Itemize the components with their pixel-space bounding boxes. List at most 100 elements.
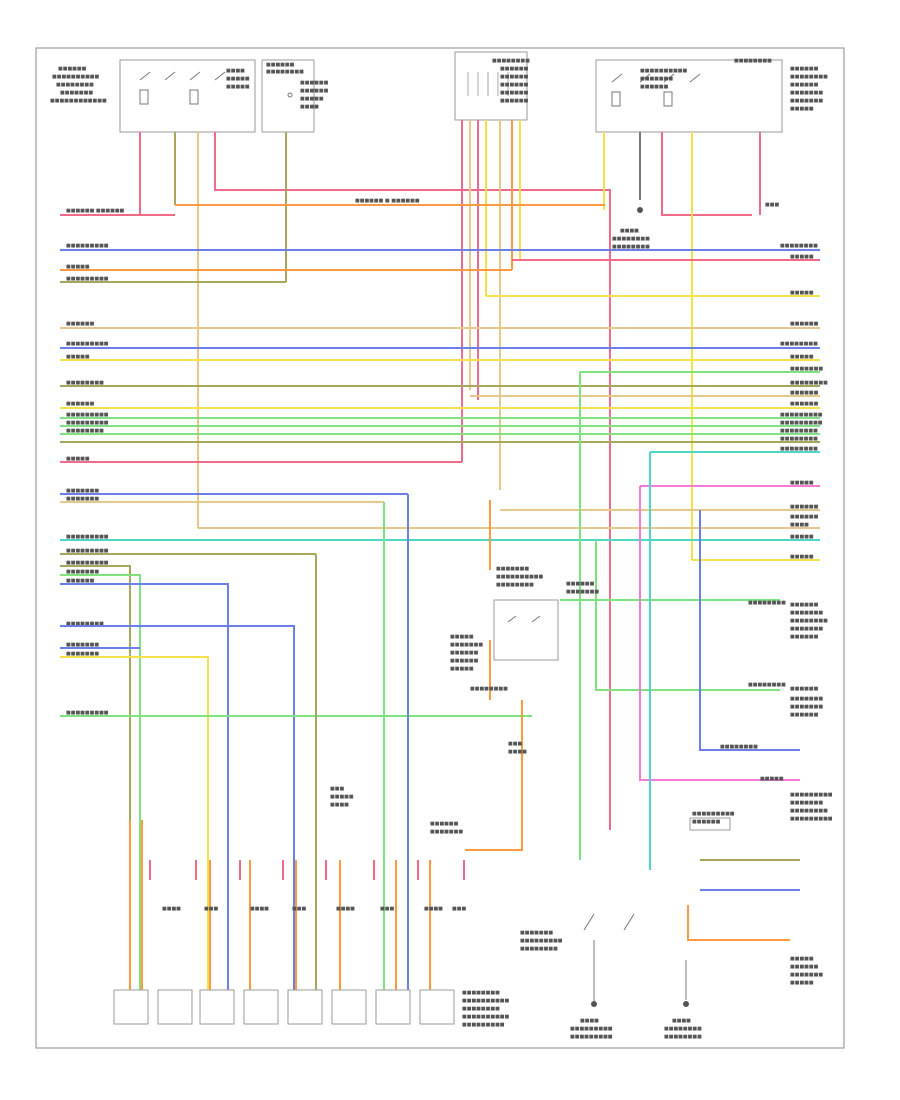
svg-text:■■■■■■■■: ■■■■■■■■ (790, 808, 828, 814)
svg-text:■■■■■■■■: ■■■■■■■■ (462, 1006, 500, 1012)
svg-text:■■■: ■■■ (452, 906, 466, 912)
svg-text:■■■■■■■■: ■■■■■■■■ (520, 946, 558, 952)
svg-text:■■■■■■: ■■■■■■ (790, 82, 819, 88)
svg-text:■■■■■■■■: ■■■■■■■■ (748, 682, 786, 688)
connector-top-left: ■■■■■■ ■■■■■■■■ ■■■■■■ ■■■■■■ ■■■■■ ■■■■ (261, 59, 329, 133)
svg-text:■■■■■■■■■: ■■■■■■■■■ (66, 243, 109, 249)
svg-text:■■■■■: ■■■■■ (790, 254, 814, 260)
svg-text:■■■■■■■■: ■■■■■■■■ (790, 74, 828, 80)
svg-text:■■■■■■■: ■■■■■■■ (790, 98, 823, 104)
svg-text:■■■: ■■■ (380, 906, 394, 912)
svg-text:■■■■■■ ■■■■■■: ■■■■■■ ■■■■■■ (66, 208, 125, 214)
svg-text:■■■: ■■■ (508, 741, 522, 747)
svg-text:■■■■■■■■■: ■■■■■■■■■ (570, 1034, 613, 1040)
svg-text:■■■■■■: ■■■■■■ (450, 658, 479, 664)
svg-text:■■■■■■■■■: ■■■■■■■■■ (66, 412, 109, 418)
svg-text:■■■■■■■■■: ■■■■■■■■■ (66, 710, 109, 716)
svg-text:■■■■: ■■■■ (336, 906, 355, 912)
relay-mid-center: ■■■■■■■ ■■■■■■■■■■ ■■■■■■■■ ■■■■■ ■■■■■■… (430, 566, 599, 835)
svg-text:■■■■■■■: ■■■■■■■ (790, 800, 823, 806)
svg-text:■■■■■■: ■■■■■■ (790, 602, 819, 608)
svg-text:■■■■■■: ■■■■■■ (790, 686, 819, 692)
svg-text:■■■■■■■■: ■■■■■■■■ (66, 621, 104, 627)
svg-text:■■■■■■■■: ■■■■■■■■ (664, 1026, 702, 1032)
svg-text:■■■■■■■■: ■■■■■■■■ (266, 69, 304, 75)
svg-text:■■■■■■■■■■: ■■■■■■■■■■ (462, 998, 510, 1004)
svg-text:■■■■■■■■■: ■■■■■■■■■ (692, 811, 735, 817)
svg-text:■■■■■■■■: ■■■■■■■■ (734, 58, 772, 64)
svg-text:■■■■■■■■: ■■■■■■■■ (66, 380, 104, 386)
switch-bottom-right: ■■■■■■■■■ ■■■■■■ ■■■■■ ■■■■■■ ■■■■■■■ ■■… (664, 811, 823, 1040)
svg-text:■■■■■■■: ■■■■■■■ (450, 642, 483, 648)
svg-text:■■■■■■: ■■■■■■ (58, 66, 87, 72)
svg-text:■■■■■■: ■■■■■■ (790, 504, 819, 510)
svg-text:■■■■■: ■■■■■ (66, 264, 90, 270)
svg-text:■■■: ■■■ (204, 906, 218, 912)
svg-text:■■■■■■■■: ■■■■■■■■ (780, 243, 818, 249)
svg-text:■■■■■■: ■■■■■■ (266, 62, 295, 68)
svg-text:■■■■■: ■■■■■ (66, 354, 90, 360)
svg-text:■■■■■■■■: ■■■■■■■■ (612, 244, 650, 250)
svg-text:■■■■■: ■■■■■ (790, 354, 814, 360)
svg-text:■■■■: ■■■■ (300, 104, 319, 110)
svg-text:■■■■■: ■■■■■ (790, 480, 814, 486)
svg-text:■■■■: ■■■■ (162, 906, 181, 912)
svg-text:■■■■■■■■■: ■■■■■■■■■ (780, 412, 823, 418)
injector-row: ■■■■■■■■ ■■■■■■■■■■ ■■■■■■■■ ■■■■■■■■■■ … (113, 989, 510, 1028)
svg-text:■■■■■■■■: ■■■■■■■■ (462, 990, 500, 996)
svg-text:■■■: ■■■ (330, 786, 344, 792)
svg-text:■■■■■: ■■■■■ (790, 554, 814, 560)
svg-text:■■■■■: ■■■■■ (790, 534, 814, 540)
svg-text:■■■■■■■■■: ■■■■■■■■■ (66, 548, 109, 554)
svg-text:■■■■: ■■■■ (672, 1018, 691, 1024)
svg-text:■■■■■■: ■■■■■■ (790, 321, 819, 327)
svg-text:■■■■■■■: ■■■■■■■ (790, 696, 823, 702)
svg-text:■■■■: ■■■■ (226, 68, 245, 74)
svg-text:■■■■■■■■■: ■■■■■■■■■ (790, 816, 833, 822)
svg-text:■■■■■■: ■■■■■■ (300, 88, 329, 94)
svg-text:■■■■■■■: ■■■■■■■ (790, 704, 823, 710)
svg-text:■■■■■: ■■■■■ (226, 76, 250, 82)
svg-text:■■■■■■: ■■■■■■ (790, 964, 819, 970)
svg-text:■■■■■■■: ■■■■■■■ (640, 76, 673, 82)
bus-labels: ■■■■■■ ■■■■■■ ■■■■■■ ■ ■■■■■■ ■■■ ■■■■■■ … (66, 198, 828, 716)
svg-text:■■■■■■: ■■■■■■ (500, 90, 529, 96)
svg-text:■■■■■■: ■■■■■■ (640, 84, 669, 90)
svg-text:■■■■■■: ■■■■■■ (66, 321, 95, 327)
svg-text:■■■■■■■■■■: ■■■■■■■■■■ (52, 74, 100, 80)
svg-text:■■■■■: ■■■■■ (450, 634, 474, 640)
svg-text:■■■■■: ■■■■■ (790, 290, 814, 296)
svg-text:■■■■■■■■: ■■■■■■■■ (720, 744, 758, 750)
svg-text:■■■■■■■: ■■■■■■■ (790, 90, 823, 96)
svg-text:■■■■■■■■: ■■■■■■■■ (790, 618, 828, 624)
svg-text:■■■■■■■■: ■■■■■■■■ (496, 582, 534, 588)
svg-text:■■■■■■: ■■■■■■ (566, 581, 595, 587)
injector-pin-labels: ■■■■ ■■■ ■■■■ ■■■ ■■■■ ■■■ ■■■■ ■■■ ■■■ … (162, 786, 466, 912)
svg-text:■■■■■■■■■■: ■■■■■■■■■■ (496, 574, 544, 580)
svg-text:■■■■■■■■: ■■■■■■■■ (66, 428, 104, 434)
svg-text:■■■■■: ■■■■■ (790, 956, 814, 962)
svg-text:■■■■■■: ■■■■■■ (790, 66, 819, 72)
svg-text:■■■■■■ ■ ■■■■■■: ■■■■■■ ■ ■■■■■■ (355, 198, 420, 204)
svg-text:■■■■■■■: ■■■■■■■ (790, 626, 823, 632)
svg-text:■■■■■■: ■■■■■■ (790, 514, 819, 520)
svg-text:■■■■■■■■■: ■■■■■■■■■ (780, 420, 823, 426)
svg-text:■■■■■■: ■■■■■■ (500, 98, 529, 104)
svg-text:■■■■■■■: ■■■■■■■ (790, 972, 823, 978)
svg-text:■■■■■: ■■■■■ (790, 106, 814, 112)
svg-text:■■■: ■■■ (765, 202, 779, 208)
svg-text:■■■■■■■: ■■■■■■■ (520, 930, 553, 936)
svg-text:■■■■: ■■■■ (790, 522, 809, 528)
svg-text:■■■■■■■■: ■■■■■■■■ (790, 380, 828, 386)
svg-text:■■■■■■: ■■■■■■ (790, 634, 819, 640)
svg-text:■■■■■■■■: ■■■■■■■■ (780, 446, 818, 452)
svg-text:■■■■: ■■■■ (580, 1018, 599, 1024)
svg-text:■■■■■■■■■: ■■■■■■■■■ (66, 276, 109, 282)
svg-text:■■■■■■: ■■■■■■ (790, 390, 819, 396)
module-top-center: ■■■■■■■■ ■■■■■■ ■■■■■■ ■■■■■■ ■■■■■■ ■■■… (454, 51, 530, 121)
svg-text:■■■■■■■■: ■■■■■■■■ (492, 58, 530, 64)
svg-text:■■■: ■■■ (292, 906, 306, 912)
svg-text:■■■■■■■: ■■■■■■■ (496, 566, 529, 572)
